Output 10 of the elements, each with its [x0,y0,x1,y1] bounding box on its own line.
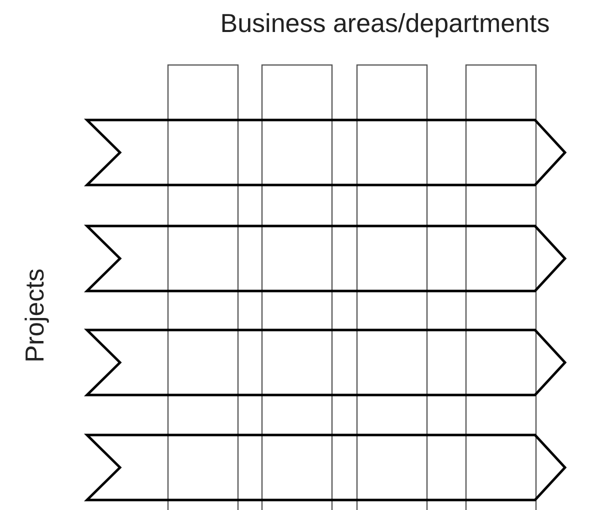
heading: Business areas/departments [219,8,551,39]
chevron-arrow [84,434,567,502]
axis-label: Projects [20,268,50,364]
column-bar [261,64,333,510]
chevron-arrow [84,328,567,396]
column-bar [356,64,428,510]
chevron-arrow [84,118,567,186]
column-bar [465,64,537,510]
column-bar [167,64,239,510]
chevron-arrow [84,224,567,292]
